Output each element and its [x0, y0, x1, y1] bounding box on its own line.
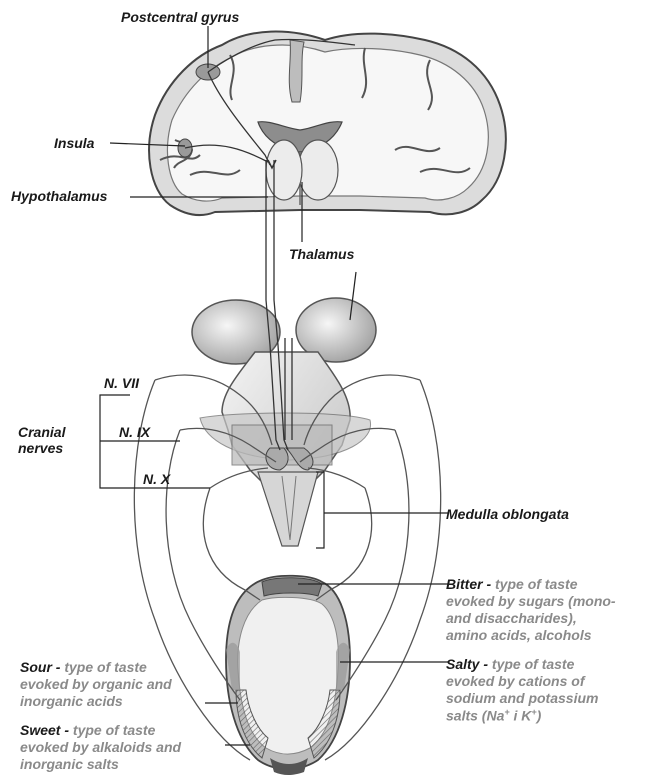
taste-sweet-line2: evoked by alkaloids and — [20, 739, 181, 756]
taste-bitter-line4: amino acids, alcohols — [446, 627, 616, 644]
label-n-ix: N. IX — [119, 424, 150, 440]
taste-bitter-line3: and disaccharides), — [446, 610, 616, 627]
label-insula: Insula — [54, 135, 94, 151]
taste-sour-line2: evoked by organic and — [20, 676, 172, 693]
label-n-x: N. X — [143, 471, 170, 487]
taste-salty: Salty - type of taste evoked by cations … — [446, 656, 598, 725]
taste-bitter-sep: - — [483, 576, 495, 592]
taste-bitter: Bitter - type of taste evoked by sugars … — [446, 576, 616, 644]
taste-salty-line4: salts (Na+ i K+) — [446, 707, 598, 725]
label-medulla-oblongata: Medulla oblongata — [446, 506, 569, 522]
taste-bitter-term: Bitter — [446, 576, 483, 592]
taste-sour-line1: type of taste — [64, 659, 146, 675]
taste-salty-sep: - — [479, 656, 491, 672]
taste-salty-line3: sodium and potassium — [446, 690, 598, 707]
taste-sour-sep: - — [52, 659, 64, 675]
label-hypothalamus: Hypothalamus — [11, 188, 107, 204]
taste-sour-line3: inorganic acids — [20, 693, 172, 710]
brain-section — [149, 32, 506, 216]
taste-salty-line1: type of taste — [492, 656, 574, 672]
label-thalamus: Thalamus — [289, 246, 354, 262]
taste-sweet-sep: - — [60, 722, 72, 738]
taste-salty-term: Salty — [446, 656, 479, 672]
label-cranial-line2: nerves — [18, 440, 65, 456]
taste-bitter-line1: type of taste — [495, 576, 577, 592]
brainstem — [192, 298, 376, 546]
taste-sweet: Sweet - type of taste evoked by alkaloid… — [20, 722, 181, 773]
taste-sweet-line3: inorganic salts — [20, 756, 181, 773]
taste-sour: Sour - type of taste evoked by organic a… — [20, 659, 172, 710]
label-postcentral-gyrus: Postcentral gyrus — [121, 9, 239, 25]
taste-sweet-term: Sweet — [20, 722, 60, 738]
taste-sweet-line1: type of taste — [73, 722, 155, 738]
label-cranial-nerves: Cranial nerves — [18, 424, 65, 456]
label-cranial-line1: Cranial — [18, 424, 65, 440]
label-n-vii: N. VII — [104, 375, 139, 391]
taste-sour-term: Sour — [20, 659, 52, 675]
taste-salty-line2: evoked by cations of — [446, 673, 598, 690]
taste-bitter-line2: evoked by sugars (mono- — [446, 593, 616, 610]
